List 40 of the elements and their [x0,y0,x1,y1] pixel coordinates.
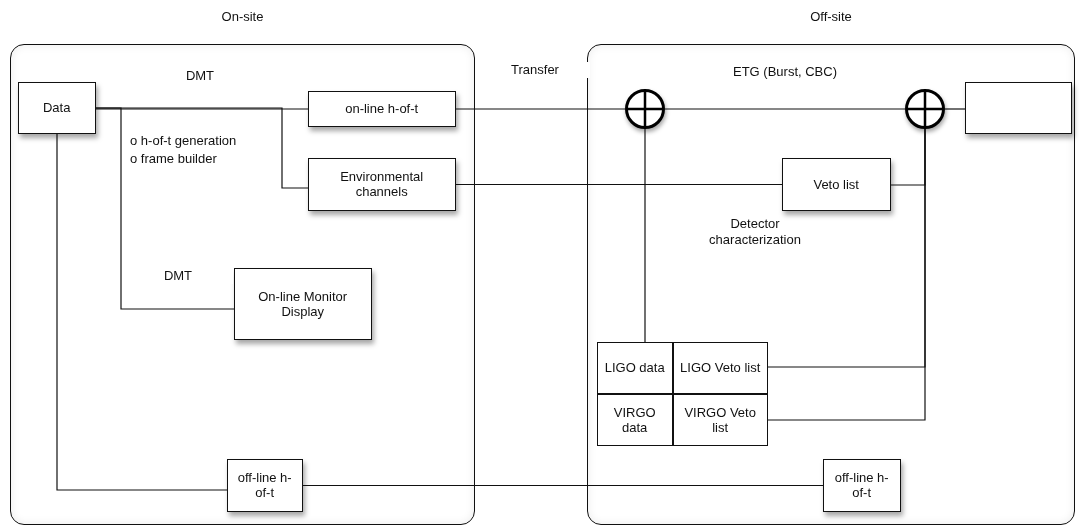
note-text: o h-of-t generation [130,133,238,150]
connector-line [95,108,309,110]
box-label: Environmental channels [339,169,425,200]
box-label: VIRGO data [612,404,657,435]
box-label: off-line h-of-t [236,470,293,501]
connector-line [455,108,626,110]
note-text: o frame builder [130,151,218,168]
box-label: on-line h-of-t [344,101,420,117]
process-box [307,90,456,127]
connector-line [944,108,966,110]
process-box [233,267,372,340]
table-cell [672,393,768,446]
box-label: LIGO data [603,360,666,376]
table-cell [672,341,768,394]
connector-line [644,128,646,343]
box-label: Veto list [812,176,860,192]
connector-line [664,108,906,110]
process-box [781,157,891,211]
connector-line [302,484,824,487]
box-label: LIGO Veto list [679,360,762,376]
process-box [307,157,456,211]
panel-heading: On-site [220,9,265,24]
connector-line [455,183,783,186]
process-box [17,81,96,134]
connector-line [56,133,228,491]
connector-line [767,128,926,421]
box-label: off-line h-of-t [833,470,890,501]
box-label: VIRGO Veto list [683,404,757,435]
note-text: Detector characterization [708,216,802,249]
box-label: Data [41,100,72,116]
summing-junction [904,88,945,129]
box-label: On-line Monitor Display [257,288,349,319]
summing-junction [624,88,665,129]
table-cell [596,341,673,394]
connector-line [95,107,235,310]
process-box [822,458,901,512]
process-box [226,458,303,512]
table-cell [596,393,673,446]
process-box [964,81,1072,134]
panel-heading: Off-site [809,9,853,24]
